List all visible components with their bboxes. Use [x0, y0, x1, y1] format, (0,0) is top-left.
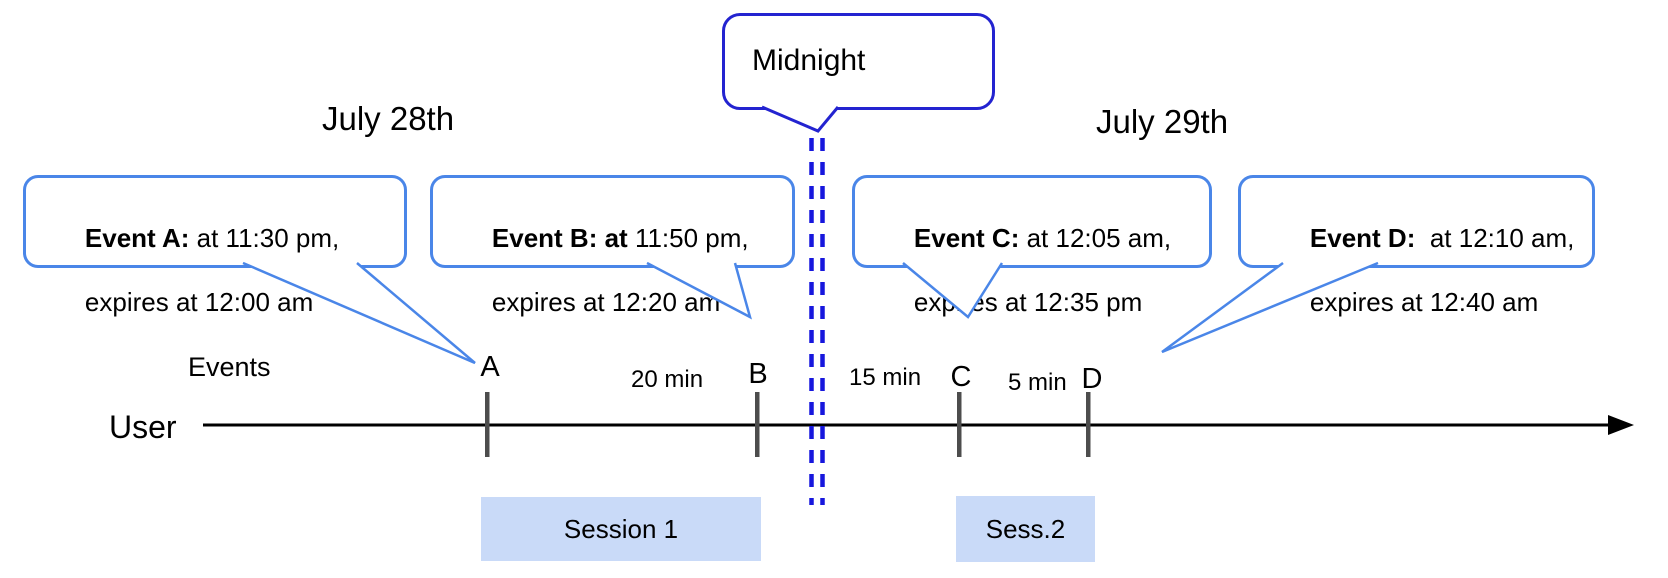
gap-label-15min: 15 min: [849, 364, 922, 391]
marker-c-label: C: [950, 361, 972, 393]
event-c-expiry: expires at 12:35 pm: [913, 287, 1143, 317]
session-1-bar: Session 1: [481, 497, 761, 561]
gap-label-20min: 20 min: [631, 366, 704, 393]
session-2-label: Sess.2: [985, 513, 1066, 544]
event-b-title: Event B: at: [491, 223, 628, 253]
event-c-callout: Event C: at 12:05 am, expires at 12:35 p…: [852, 175, 1212, 317]
marker-d-label: D: [1081, 363, 1103, 395]
tick-a: [485, 392, 490, 457]
event-d-title: Event D:: [1309, 223, 1416, 253]
event-b-callout: Event B: at 11:50 pm, expires at 12:20 a…: [430, 175, 795, 317]
event-b-expiry: expires at 12:20 am: [491, 287, 721, 317]
date-title-july-28: July 28th: [322, 100, 455, 137]
timeline-arrowhead-icon: [1608, 415, 1634, 435]
events-row-label: Events: [188, 352, 271, 382]
tick-b: [755, 392, 760, 457]
tick-d: [1086, 392, 1091, 457]
event-d-expiry: expires at 12:40 am: [1309, 287, 1539, 317]
event-d-callout: Event D: at 12:10 am, expires at 12:40 a…: [1238, 175, 1595, 317]
event-c-title: Event C:: [913, 223, 1020, 253]
marker-a-label: A: [480, 351, 500, 383]
gap-label-5min: 5 min: [1008, 369, 1067, 396]
user-axis-label: User: [109, 409, 177, 445]
midnight-callout-tail: [761, 105, 840, 133]
session-1-label: Session 1: [563, 513, 679, 544]
event-b-time: 11:50 pm,: [627, 223, 749, 253]
event-a-callout: Event A: at 11:30 pm, expires at 12:00 a…: [23, 175, 407, 317]
midnight-callout: Midnight: [722, 13, 995, 110]
event-a-time: at 11:30 pm,: [189, 223, 340, 253]
date-title-july-29: July 29th: [1096, 103, 1229, 140]
event-c-time: at 12:05 am,: [1019, 223, 1172, 253]
session-2-bar: Sess.2: [956, 496, 1095, 562]
marker-b-label: B: [748, 358, 768, 390]
event-a-title: Event A:: [84, 223, 190, 253]
event-d-time: at 12:10 am,: [1415, 223, 1575, 253]
midnight-callout-label: Midnight: [752, 44, 866, 77]
event-a-expiry: expires at 12:00 am: [84, 287, 314, 317]
tick-c: [957, 392, 962, 457]
